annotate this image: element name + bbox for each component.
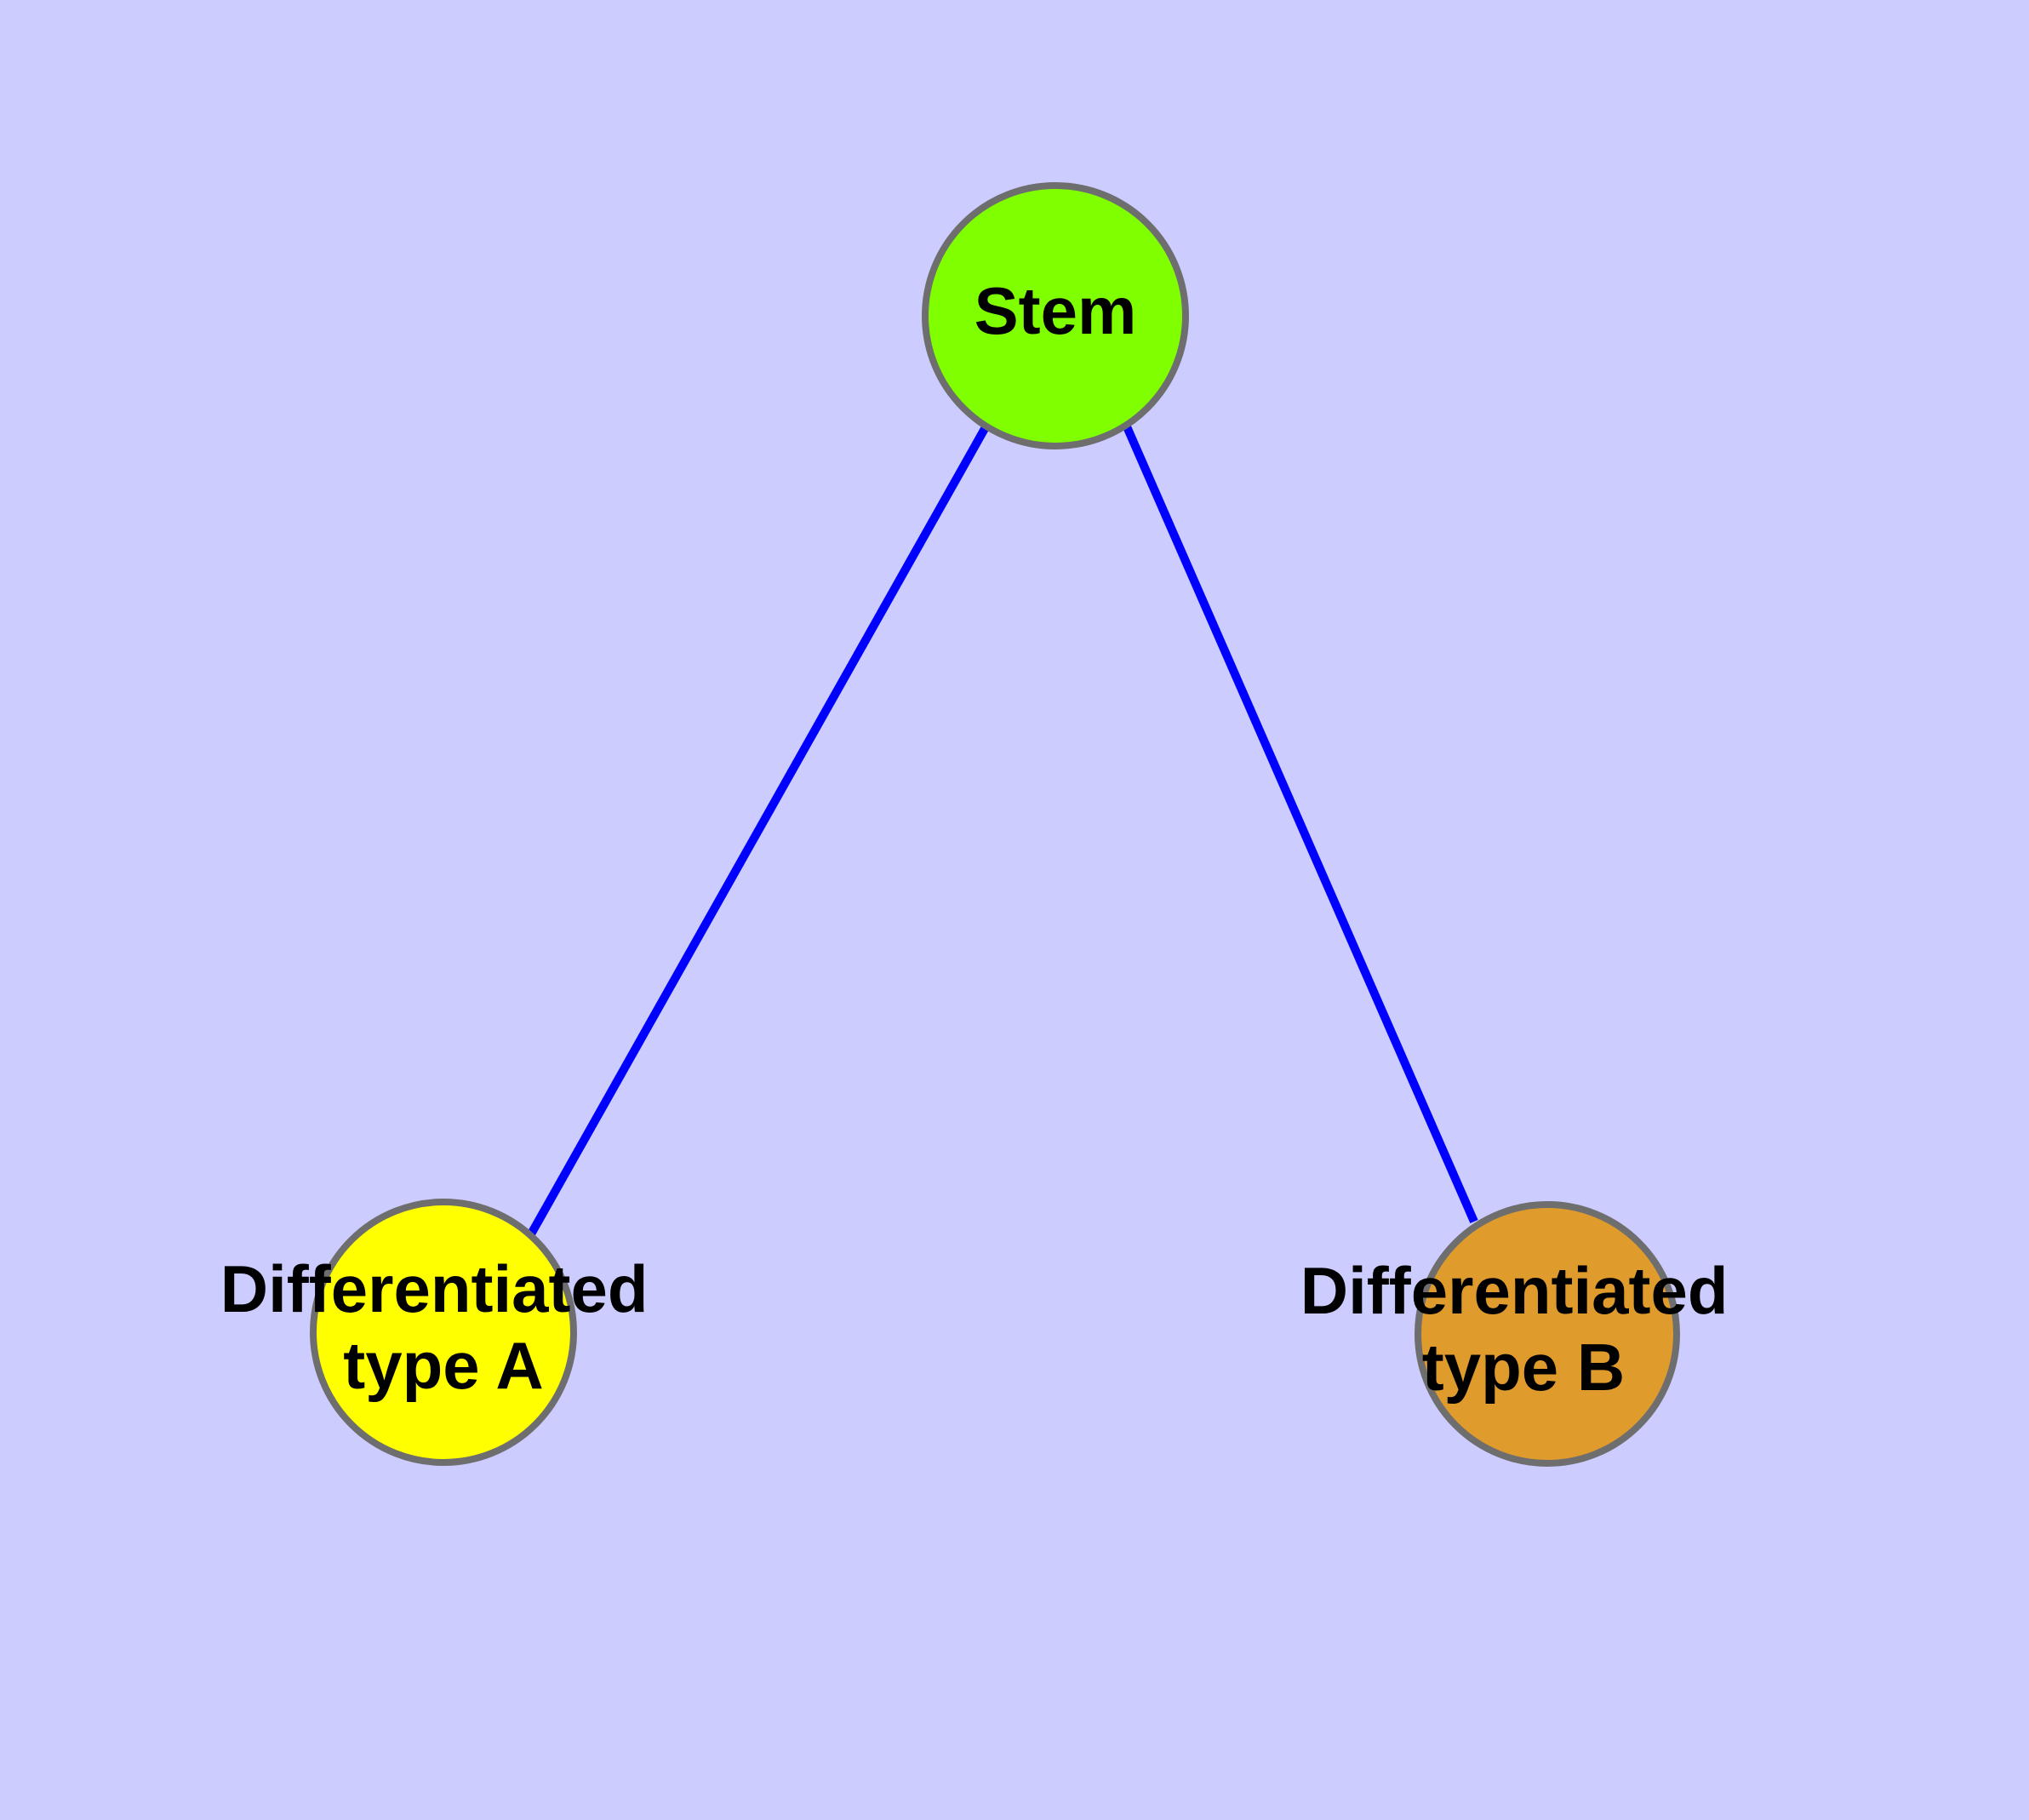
- edge-stem-to-differentiated-type-a[interactable]: [524, 423, 991, 1241]
- node-differentiated-type-a-circle[interactable]: [310, 1199, 577, 1466]
- node-differentiated-type-a-label: Differentiated type A: [220, 1251, 666, 1403]
- node-stem[interactable]: [922, 182, 1189, 449]
- edge-layer: [524, 422, 1478, 1241]
- node-differentiated-type-b-label-line-1: Differentiated: [1300, 1253, 1729, 1328]
- node-differentiated-type-b-label-line-2: type B: [1422, 1330, 1625, 1405]
- label-layer: Stem Differentiated type A Differentiate…: [220, 273, 1746, 1405]
- node-differentiated-type-a-label-line-1: Differentiated: [220, 1251, 649, 1326]
- node-differentiated-type-b-circle[interactable]: [1415, 1201, 1680, 1467]
- node-differentiated-type-b-label: Differentiated type B: [1300, 1253, 1746, 1405]
- node-differentiated-type-b[interactable]: [1415, 1201, 1680, 1467]
- node-differentiated-type-a-label-line-2: type A: [343, 1328, 544, 1403]
- edge-stem-to-differentiated-type-b[interactable]: [1122, 422, 1478, 1224]
- node-stem-label-line-1: Stem: [974, 273, 1137, 348]
- node-stem-circle[interactable]: [922, 182, 1189, 449]
- node-stem-label: Stem: [974, 273, 1137, 348]
- node-differentiated-type-a[interactable]: [310, 1199, 577, 1466]
- node-layer: [310, 182, 1680, 1467]
